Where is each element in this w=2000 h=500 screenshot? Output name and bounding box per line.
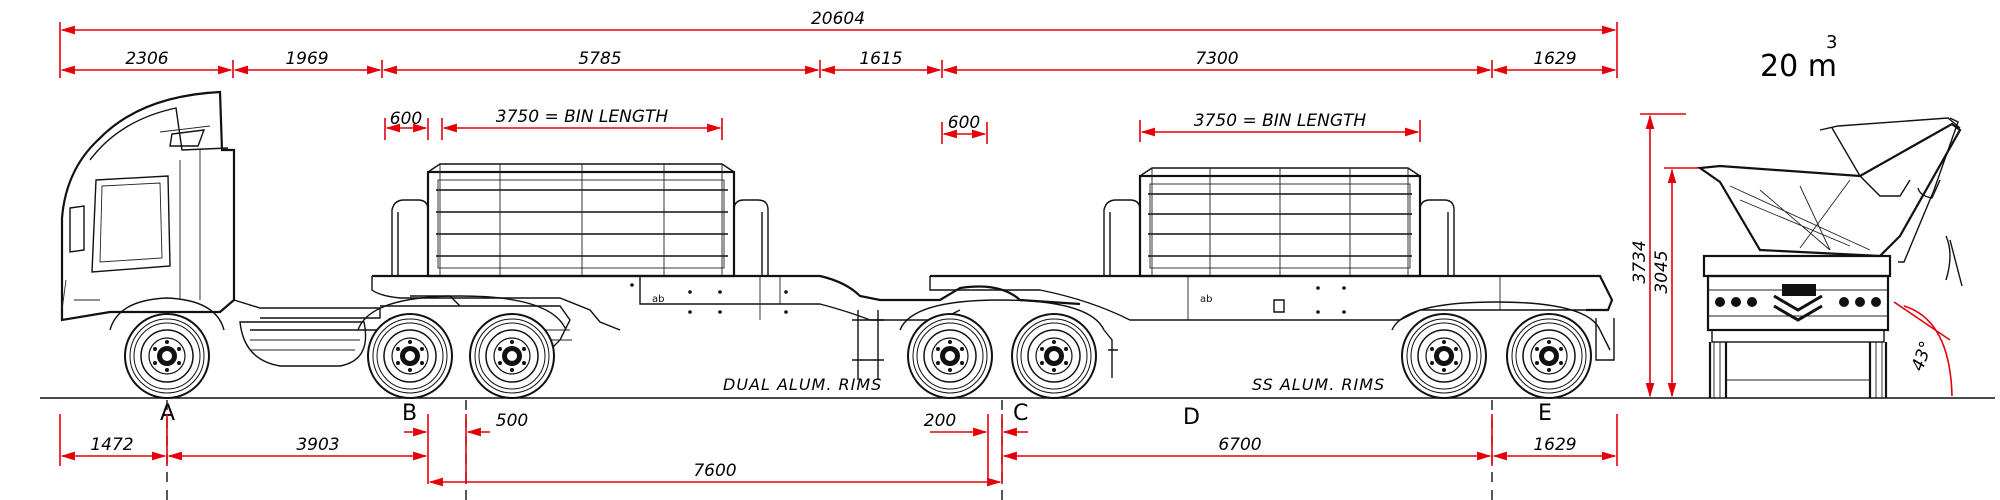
tip-angle: 43° — [1908, 339, 1937, 374]
front-fender — [109, 297, 225, 331]
dim-kingpin-offset: 500 — [496, 411, 528, 431]
top-dimensions: 20604 2306 1969 5785 1615 7300 1629 — [59, 9, 1618, 78]
wheel-axle-a — [124, 313, 210, 399]
overall-length-label: 20604 — [811, 9, 865, 29]
dim-rear-trailer: 7300 — [1195, 49, 1238, 69]
dim-cab-front: 2306 — [125, 49, 168, 69]
axle-label-c: C — [1013, 401, 1028, 426]
wheel-axle-c2 — [1011, 313, 1097, 399]
end-height-inner: 3045 — [1652, 250, 1672, 293]
dolly-fender — [899, 299, 1105, 331]
dim-front-trailer-wheelbase: 7600 — [693, 461, 736, 481]
rear-bin-offset: 600 — [948, 113, 980, 133]
front-trailer: ab — [371, 163, 1081, 380]
axle-label-a: A — [160, 401, 175, 426]
axle-label-e: E — [1538, 401, 1552, 426]
wheel-axle-c1 — [907, 313, 993, 399]
wheel-drive-2 — [469, 313, 555, 399]
svg-text:ab: ab — [1200, 294, 1212, 305]
wheel-axle-e1 — [1401, 313, 1487, 399]
rear-rims-note: SS ALUM. RIMS — [1252, 375, 1385, 394]
dim-coupling: 1615 — [859, 49, 902, 69]
axle-centrelines — [166, 400, 1493, 500]
drive-fender — [357, 295, 567, 331]
dim-front-trailer: 5785 — [578, 49, 621, 69]
wheel-axle-e2 — [1506, 313, 1592, 399]
bottom-dimensions: 1472 3903 500 200 6700 1629 7600 — [59, 411, 1618, 487]
dim-truck-wheelbase: 3903 — [296, 435, 339, 455]
dim-coupling-offset: 200 — [924, 411, 956, 431]
front-bin-offset: 600 — [390, 109, 422, 129]
dim-cab-to-bin: 1969 — [285, 49, 328, 69]
svg-text:ab: ab — [652, 294, 664, 305]
dim-front-overhang: 1472 — [90, 435, 133, 455]
front-bin-length: 3750 = BIN LENGTH — [496, 107, 669, 127]
wheel-drive-1 — [367, 313, 453, 399]
drawbar — [1103, 329, 1118, 378]
dim-rear-overhang: 1629 — [1533, 49, 1576, 69]
front-rims-note: DUAL ALUM. RIMS — [723, 375, 882, 394]
axle-label-b: B — [402, 401, 417, 426]
rear-bin-length: 3750 = BIN LENGTH — [1194, 111, 1367, 131]
rear-fender — [1391, 301, 1601, 331]
volume-label: 20 m — [1760, 49, 1837, 84]
end-view: 3734 3045 43° — [1630, 113, 1963, 398]
rear-trailer: ab — [929, 167, 1615, 361]
volume-superscript: 3 — [1826, 32, 1837, 53]
dim-rear-overhang-bottom: 1629 — [1533, 435, 1576, 455]
end-height-outer: 3734 — [1630, 240, 1650, 283]
bin-dimensions: 600 3750 = BIN LENGTH 600 3750 = BIN LEN… — [384, 107, 1421, 144]
axle-label-d: D — [1183, 405, 1200, 430]
dim-rear-wheelbase: 6700 — [1218, 435, 1261, 455]
